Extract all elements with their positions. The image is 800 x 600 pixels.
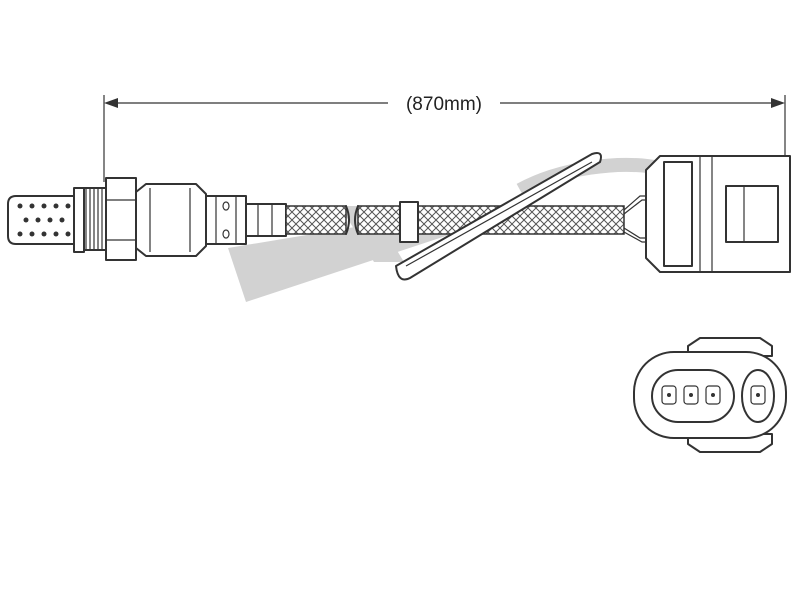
dimension-label: (870mm) <box>406 94 482 115</box>
connector-pins <box>661 385 766 405</box>
sensor-thread <box>83 187 107 251</box>
cable-break-left <box>345 205 350 235</box>
braided-cable-left <box>285 205 347 235</box>
wire-clip-bracket <box>395 152 602 281</box>
connector-face-view <box>633 337 787 453</box>
sensor-probe-tip <box>7 187 85 253</box>
connector-side-view <box>645 155 791 273</box>
dimension-arrow-left <box>104 98 118 108</box>
dimension-line: (870mm) <box>103 94 786 182</box>
cable-break-right <box>354 205 359 235</box>
sensor-body <box>135 183 287 257</box>
dimension-arrow-right <box>771 98 785 108</box>
sensor-hex-nut <box>105 177 137 261</box>
